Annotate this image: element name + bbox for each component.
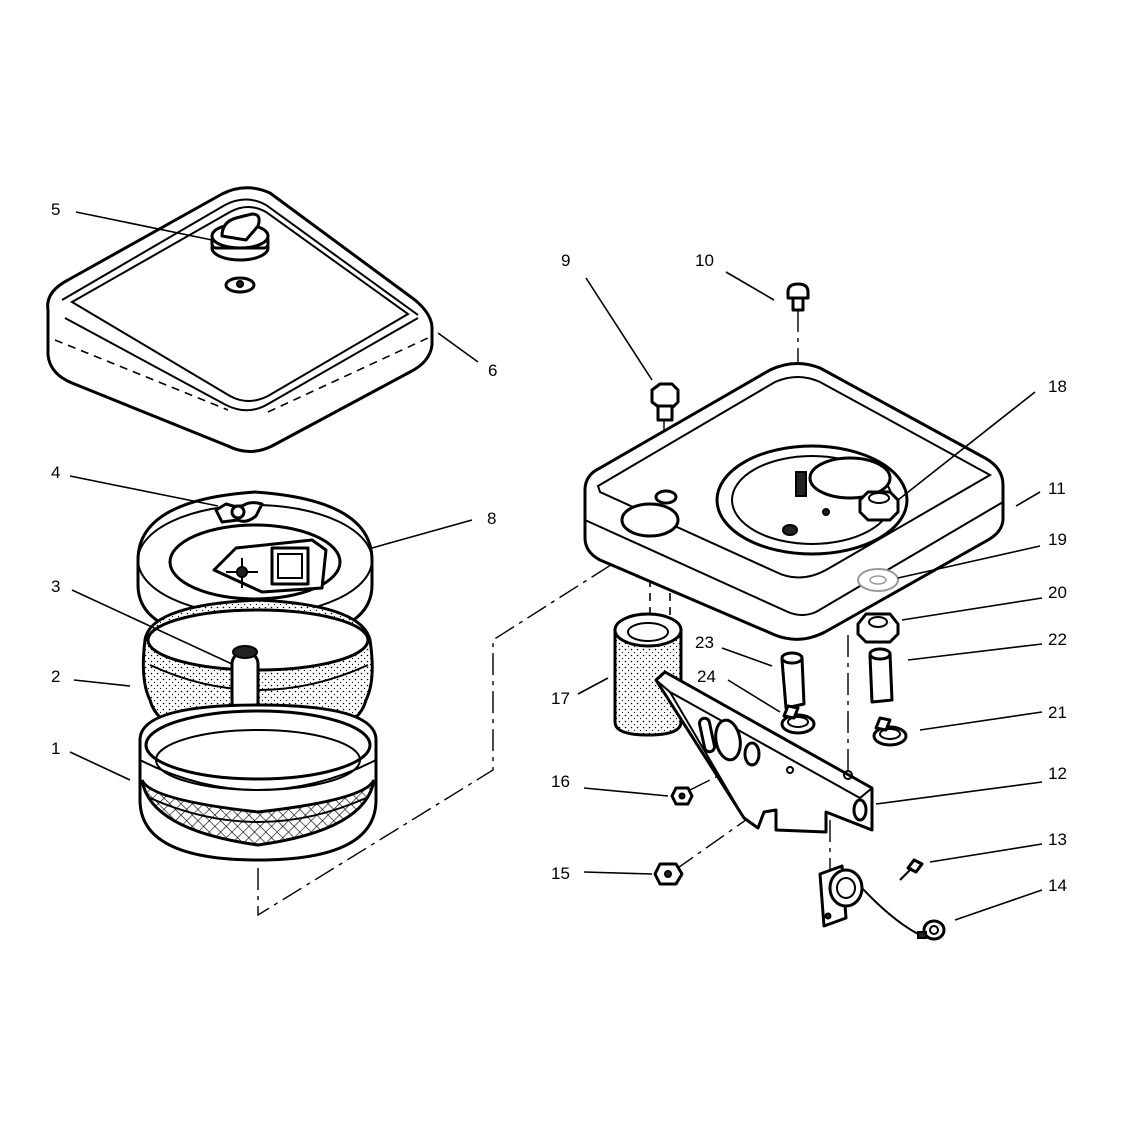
filter-element-top bbox=[136, 490, 374, 642]
nut-15 bbox=[653, 862, 684, 886]
cover-knob bbox=[210, 212, 270, 294]
clamp-24 bbox=[780, 704, 816, 735]
callout-1: 1 bbox=[51, 739, 60, 758]
restriction-indicator bbox=[818, 864, 919, 935]
callout-9: 9 bbox=[561, 251, 570, 270]
air-cleaner-base bbox=[583, 362, 1005, 641]
callout-15: 15 bbox=[551, 864, 570, 883]
nut-20 bbox=[856, 612, 900, 644]
callout-14: 14 bbox=[1048, 876, 1067, 895]
callout-13: 13 bbox=[1048, 830, 1067, 849]
ring-terminal-14 bbox=[917, 919, 946, 941]
callout-17: 17 bbox=[551, 689, 570, 708]
callout-6: 6 bbox=[488, 361, 497, 380]
callout-22: 22 bbox=[1048, 630, 1067, 649]
callout-12: 12 bbox=[1048, 764, 1067, 783]
wing-nut bbox=[214, 501, 264, 524]
callout-16: 16 bbox=[551, 772, 570, 791]
air-cleaner-cover bbox=[46, 186, 434, 453]
base-nut bbox=[858, 490, 900, 522]
callout-11: 11 bbox=[1048, 479, 1066, 498]
nut-16 bbox=[670, 786, 694, 806]
assembly-centerline-left bbox=[257, 469, 761, 917]
bolt-9 bbox=[650, 382, 680, 422]
callout-23: 23 bbox=[695, 633, 714, 652]
mounting-bracket bbox=[654, 670, 874, 834]
callout-3: 3 bbox=[51, 577, 60, 596]
callout-19: 19 bbox=[1048, 530, 1067, 549]
washer-19 bbox=[857, 568, 899, 592]
hose-22 bbox=[868, 647, 894, 704]
callout-labels: 5 6 4 8 3 2 1 9 10 18 11 19 20 22 23 24 … bbox=[51, 200, 1067, 895]
callout-4: 4 bbox=[51, 463, 60, 482]
callout-20: 20 bbox=[1048, 583, 1067, 602]
callout-2: 2 bbox=[51, 667, 60, 686]
paper-filter-element bbox=[138, 703, 378, 862]
inlet-tube bbox=[613, 612, 683, 737]
screw-10 bbox=[786, 282, 810, 312]
leader-lines bbox=[69, 211, 1043, 921]
callout-24: 24 bbox=[697, 667, 716, 686]
callout-10: 10 bbox=[695, 251, 714, 270]
callout-8: 8 bbox=[487, 509, 496, 528]
base-stud bbox=[795, 471, 807, 497]
clamp-21 bbox=[872, 716, 908, 747]
callout-21: 21 bbox=[1048, 703, 1067, 722]
callout-18: 18 bbox=[1048, 377, 1067, 396]
callout-5: 5 bbox=[51, 200, 60, 219]
hose-23 bbox=[780, 651, 806, 710]
assembly-centerline-17 bbox=[649, 565, 671, 620]
screw-13 bbox=[899, 858, 924, 881]
